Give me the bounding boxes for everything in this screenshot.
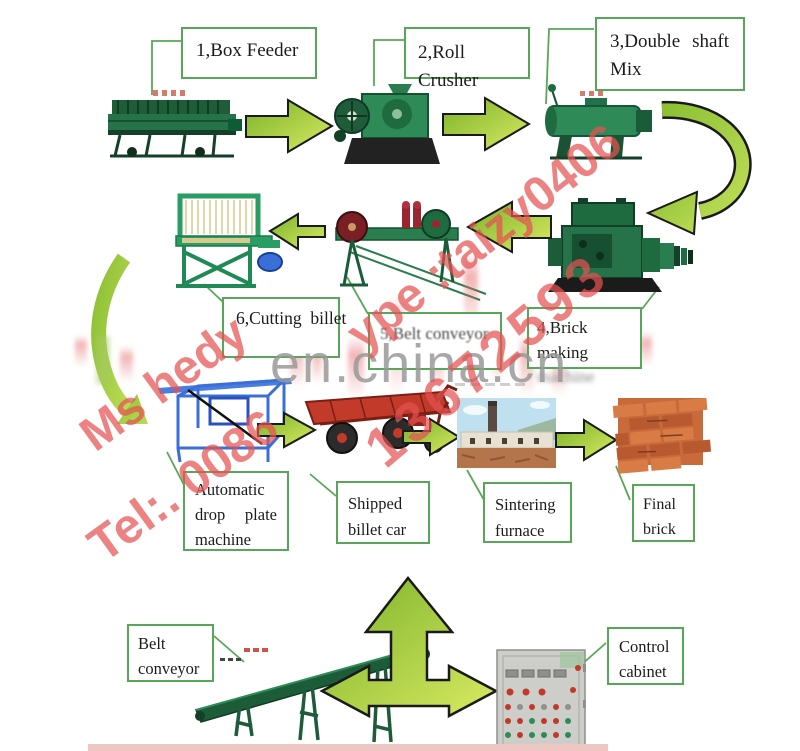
arrow-step7-to-step8 (257, 411, 318, 449)
step4-label-line2-obscured: machine (537, 367, 595, 387)
label-shipped-billet-car: Shipped billet car (336, 481, 430, 544)
label-belt-conveyor-bottom: Belt conveyor (127, 624, 214, 682)
three-way-arrow (319, 575, 499, 719)
label-control-cabinet: Control cabinet (607, 627, 684, 685)
drop-plate-machine-image (158, 378, 292, 463)
arrow-step5-to-step6 (268, 212, 326, 251)
label-brick-making: 4,Brick making machine (527, 307, 642, 386)
bottom-pink-watermark-band (88, 744, 608, 751)
double-shaft-mixer-image (545, 84, 652, 160)
final-brick-photo (612, 397, 712, 474)
step4-label-line1: 4,Brick making (537, 318, 588, 362)
step2-label: 2,Roll Crusher (418, 42, 479, 91)
label-sintering-furnace: Sintering furnace (483, 482, 572, 543)
step5-label-obscured: 5,Belt conveyor (380, 324, 489, 343)
arrow-step9-to-step10 (555, 418, 618, 462)
control-cabinet-image (496, 649, 586, 751)
arrow-step4-to-step5 (465, 200, 552, 254)
cutting-billet-machine-image (175, 193, 283, 288)
arrow-step8-to-step9 (402, 417, 461, 457)
roll-crusher-image (334, 84, 440, 164)
belt-conveyor-machine-image (335, 201, 487, 301)
arrow-step2-to-step3 (442, 96, 531, 152)
curved-arrow-step3-to-step4 (645, 100, 752, 236)
label-final-brick: Final brick (632, 484, 695, 542)
brick-making-machine-image (548, 198, 693, 292)
label-cutting-billet: 6,Cutting billet (222, 297, 346, 358)
label-belt-conveyor-mid: 5,Belt conveyor (368, 312, 502, 370)
step3-label-line2: Mix (610, 58, 642, 80)
arrow-step1-to-step2 (245, 98, 334, 154)
label-roll-crusher: 2,Roll Crusher (404, 27, 530, 91)
label-box-feeder: 1,Box Feeder (181, 27, 317, 79)
sintering-furnace-photo (455, 383, 556, 468)
step1-label: 1,Box Feeder (196, 40, 299, 61)
box-feeder-image (108, 90, 242, 158)
